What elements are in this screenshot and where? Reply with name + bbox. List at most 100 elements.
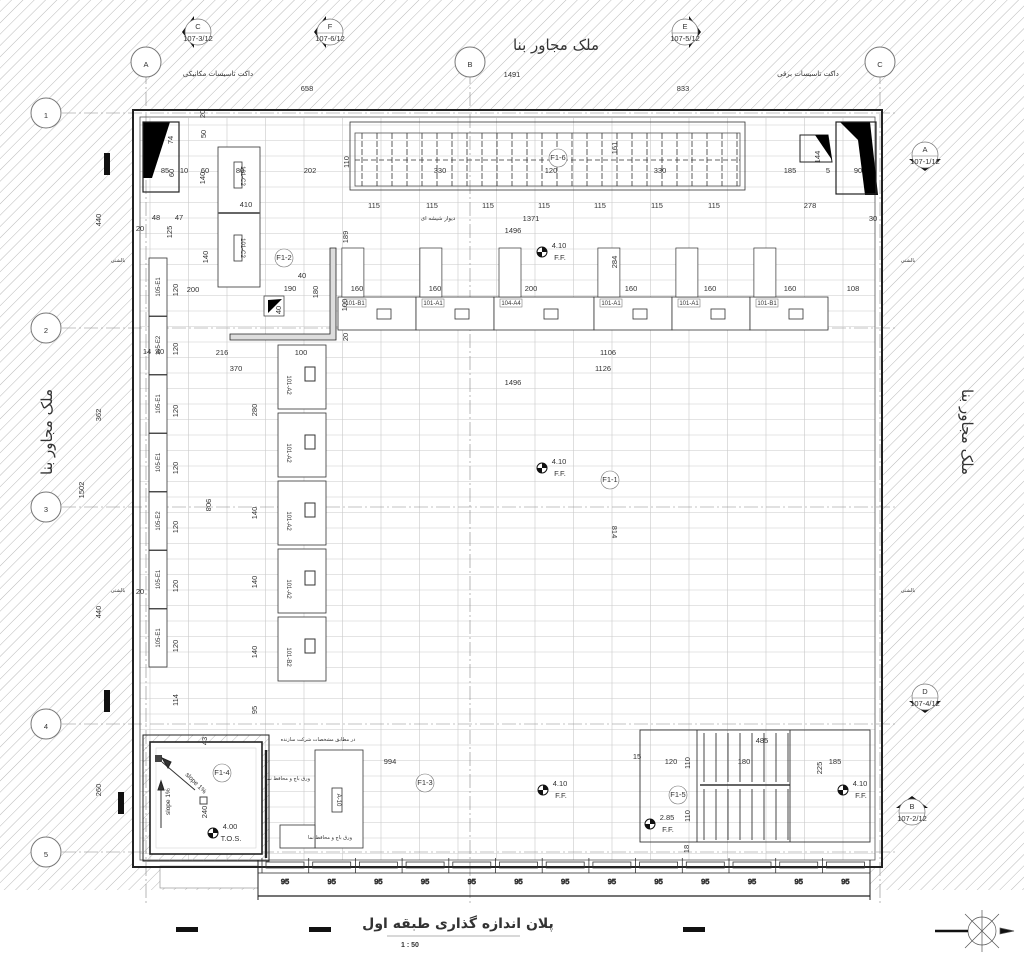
- cabinet-tag: 101-B2: [285, 647, 291, 667]
- dimension-label: 74: [166, 136, 175, 144]
- zone-tag-label: F1-2: [276, 253, 291, 262]
- cabinet: [277, 480, 327, 546]
- dimension-label: 120: [171, 284, 180, 297]
- grid-column-label: B: [467, 60, 472, 69]
- level-marker: 4.10F.F.: [837, 779, 868, 800]
- zone-tag: F1-4: [212, 763, 232, 783]
- dimension-label: 18: [682, 845, 691, 853]
- facade-module-dimension: 95: [654, 877, 662, 886]
- exterior-walls: [132, 109, 883, 900]
- kitchen-counter: [279, 749, 364, 849]
- sink-icon: [632, 308, 648, 320]
- cabinet-upright: [753, 247, 777, 298]
- level-label: F.F.: [662, 825, 674, 834]
- sink-icon: [304, 434, 316, 450]
- dimension-label: 140: [198, 172, 207, 185]
- dimension-label: 189: [341, 231, 350, 244]
- dimension-label: 185: [784, 166, 797, 175]
- cabinet-tag: 101-C2: [239, 238, 245, 258]
- level-value: 2.85: [660, 813, 675, 822]
- zone-tag-label: F1-6: [550, 153, 565, 162]
- dimension-label: 120: [171, 580, 180, 593]
- sink-icon: [376, 308, 392, 320]
- dimension-label: 108: [847, 284, 860, 293]
- level-label: F.F.: [554, 253, 566, 262]
- level-value: 4.10: [853, 779, 868, 788]
- grid-bubble-column: C: [864, 46, 896, 78]
- dimension-label: 115: [594, 201, 606, 210]
- cabinet-upright: [341, 247, 365, 298]
- level-label: T.O.S.: [221, 834, 242, 843]
- dimension-label: 115: [482, 201, 494, 210]
- dimension-label: 15: [633, 752, 641, 761]
- sink-icon: [543, 308, 559, 320]
- note-glass-wall: دیوار شیشه ای: [421, 216, 456, 222]
- cabinet-tag: 101-A2: [285, 375, 291, 395]
- cabinet-tag: 105-E1: [156, 628, 162, 648]
- dimension-label: 658: [301, 84, 314, 93]
- note-facade-1: ورق باچ و محافظ نما: [266, 776, 311, 782]
- dimension-label: 110: [342, 156, 351, 168]
- zone-tag: F1-2: [274, 248, 294, 268]
- main-stair: [349, 121, 746, 191]
- wall-unit-column: 105-E1105-E2105-E1105-E1105-E2105-E1105-…: [148, 257, 168, 668]
- dimension-label: 140: [250, 507, 259, 520]
- dimension-label: 225: [815, 762, 824, 775]
- dimension-label: 95: [250, 706, 259, 714]
- dimension-label: 144: [813, 151, 822, 164]
- dimension-label: 60: [201, 166, 209, 175]
- dimension-label: 200: [525, 284, 538, 293]
- note-cushion: بالشتی: [901, 588, 916, 594]
- facade-module-dimension: 95: [841, 877, 849, 886]
- dimension-label: 284: [610, 256, 619, 269]
- section-letter: C: [195, 22, 201, 31]
- dimension-label: 161: [610, 142, 619, 155]
- service-stair: [639, 729, 871, 843]
- dimension-label: 5: [826, 166, 830, 175]
- level-value: 4.10: [552, 457, 567, 466]
- dimension-label: 140: [201, 251, 210, 264]
- facade-module-dimension: 95: [701, 877, 709, 886]
- north-arrow-icon: [935, 910, 1015, 952]
- wall-unit: [148, 491, 168, 551]
- dimension-label: 40: [298, 271, 306, 280]
- dimension-label: 90: [854, 166, 862, 175]
- dimension-label: 20: [136, 224, 144, 233]
- neighbor-label-left: ملک مجاور بنا: [38, 389, 56, 475]
- dimension-label: 180: [738, 757, 751, 766]
- dimension-label: 120: [171, 640, 180, 653]
- sink-icon: [304, 366, 316, 382]
- grid-bubble-row: 3: [30, 491, 62, 523]
- wall-unit: [148, 374, 168, 434]
- dimension-label: 833: [677, 84, 690, 93]
- partition-wall: [229, 247, 337, 341]
- dimension-label: 440: [94, 214, 103, 227]
- cabinet-tag: 105-E2: [156, 335, 162, 355]
- dimension-label: 330: [654, 166, 667, 175]
- grid-bubble-row: 4: [30, 708, 62, 740]
- terrace-room: [142, 734, 270, 862]
- zone-tag-label: F1-4: [214, 768, 229, 777]
- counter-tag: A-10: [335, 794, 341, 807]
- dimension-label: 1106: [600, 348, 616, 357]
- grid-bubble-row: 2: [30, 312, 62, 344]
- dimension-label: 200: [187, 285, 200, 294]
- level-marker: 4.10F.F.: [536, 457, 567, 478]
- grid-row-label: 1: [44, 111, 48, 120]
- section-letter: D: [922, 687, 928, 696]
- cabinet-tag: 101-A2: [285, 443, 291, 463]
- dimension-label: 85: [161, 166, 169, 175]
- wall-unit: [148, 316, 168, 375]
- grid-bubble-column: B: [454, 46, 486, 78]
- wall-unit: [148, 433, 168, 492]
- cabinet-tag: 105-E2: [156, 511, 162, 531]
- cabinet-tag: 105-E1: [156, 452, 162, 472]
